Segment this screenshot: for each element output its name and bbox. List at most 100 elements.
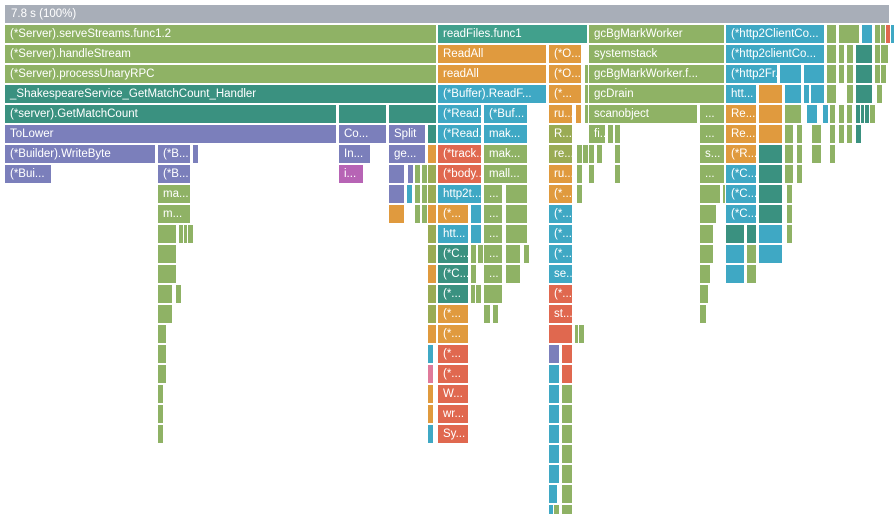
flame-frame[interactable] <box>157 284 173 304</box>
flame-frame-labeled[interactable]: (*... <box>548 284 573 304</box>
flame-frame-labeled[interactable]: re... <box>548 144 573 164</box>
flame-frame[interactable] <box>784 104 802 124</box>
flame-frame-labeled[interactable]: ... <box>699 164 725 184</box>
flame-frame[interactable] <box>427 124 437 144</box>
flame-frame[interactable] <box>427 364 434 384</box>
flame-frame[interactable] <box>838 124 845 144</box>
flame-frame[interactable] <box>746 224 757 244</box>
flame-frame[interactable] <box>826 84 837 104</box>
flame-frame-labeled[interactable]: (*R... <box>725 144 757 164</box>
flame-frame[interactable] <box>548 324 573 344</box>
flame-frame[interactable] <box>811 144 822 164</box>
flame-frame[interactable] <box>855 84 873 104</box>
flame-frame[interactable] <box>427 404 434 424</box>
flame-frame[interactable] <box>758 244 783 264</box>
flame-frame-labeled[interactable]: htt... <box>725 84 757 104</box>
flame-frame-labeled[interactable]: (*C... <box>725 184 757 204</box>
flame-frame-labeled[interactable]: (*O... <box>548 64 582 84</box>
flame-frame[interactable] <box>427 324 437 344</box>
flame-frame-labeled[interactable]: ... <box>699 104 725 124</box>
flame-frame[interactable] <box>157 424 164 444</box>
flame-frame[interactable] <box>803 84 810 104</box>
flame-frame[interactable] <box>810 84 825 104</box>
flame-frame[interactable] <box>427 224 437 244</box>
flame-frame[interactable] <box>427 264 437 284</box>
flame-frame-labeled[interactable]: (*C... <box>437 264 469 284</box>
flame-frame-labeled[interactable]: htt... <box>437 224 469 244</box>
flame-frame[interactable] <box>855 64 873 84</box>
flame-frame-labeled[interactable]: ma... <box>157 184 191 204</box>
flame-frame[interactable] <box>407 164 414 184</box>
flame-frame-labeled[interactable]: (*... <box>437 204 469 224</box>
flame-frame-labeled[interactable]: gcBgMarkWorker <box>588 24 725 44</box>
flame-frame[interactable] <box>157 384 164 404</box>
flame-frame[interactable] <box>826 24 837 44</box>
flame-frame-labeled[interactable]: scanobject <box>588 104 698 124</box>
flame-frame[interactable] <box>427 284 437 304</box>
flame-frame[interactable] <box>388 164 405 184</box>
flame-frame[interactable] <box>427 184 437 204</box>
flame-frame-labeled[interactable]: (*Server).handleStream <box>4 44 437 64</box>
flame-frame[interactable] <box>427 164 437 184</box>
flame-frame[interactable] <box>699 224 714 244</box>
flame-frame[interactable] <box>784 84 802 104</box>
flame-frame-labeled[interactable]: i... <box>338 164 364 184</box>
flame-frame[interactable] <box>548 484 558 504</box>
flame-frame-labeled[interactable]: (*O... <box>548 44 582 64</box>
flame-frame[interactable] <box>561 444 573 464</box>
flame-frame[interactable] <box>838 64 845 84</box>
flame-frame-labeled[interactable]: http2t... <box>437 184 482 204</box>
flame-frame-labeled[interactable]: (*Server).serveStreams.func1.2 <box>4 24 437 44</box>
flame-frame[interactable] <box>157 304 173 324</box>
flame-frame[interactable] <box>614 124 621 144</box>
flame-frame-labeled[interactable]: mak... <box>483 144 528 164</box>
flame-frame-labeled[interactable]: fi... <box>588 124 606 144</box>
flame-frame[interactable] <box>588 164 595 184</box>
flame-frame[interactable] <box>561 364 573 384</box>
flame-frame-labeled[interactable]: wr... <box>437 404 469 424</box>
flame-frame[interactable] <box>846 84 854 104</box>
flame-frame[interactable] <box>846 64 854 84</box>
flame-frame[interactable] <box>758 204 783 224</box>
flame-frame[interactable] <box>725 244 745 264</box>
flame-frame-labeled[interactable]: mak... <box>483 124 528 144</box>
flame-frame[interactable] <box>784 124 794 144</box>
flame-frame[interactable] <box>414 204 421 224</box>
flame-frame-labeled[interactable]: (*C... <box>725 204 757 224</box>
flame-frame[interactable] <box>157 264 177 284</box>
flame-frame-labeled[interactable]: Sy... <box>437 424 469 444</box>
flame-frame[interactable] <box>548 384 560 404</box>
flame-frame[interactable] <box>427 304 437 324</box>
flame-frame[interactable] <box>470 264 477 284</box>
flame-frame[interactable] <box>561 484 573 504</box>
flame-frame[interactable] <box>846 124 853 144</box>
flame-frame-labeled[interactable]: (*... <box>437 284 469 304</box>
flame-frame[interactable] <box>157 324 167 344</box>
flame-frame[interactable] <box>406 184 413 204</box>
flame-frame-labeled[interactable]: R... <box>548 124 573 144</box>
flame-frame[interactable] <box>838 104 845 124</box>
flame-frame[interactable] <box>157 364 167 384</box>
flame-frame[interactable] <box>855 124 862 144</box>
flame-frame[interactable] <box>876 84 883 104</box>
flame-frame[interactable] <box>157 244 177 264</box>
flame-frame-labeled[interactable]: Re... <box>725 104 757 124</box>
flame-frame-labeled[interactable]: ... <box>699 124 725 144</box>
flame-frame[interactable] <box>561 464 573 484</box>
flame-frame-labeled[interactable]: (*... <box>437 344 469 364</box>
flame-frame[interactable] <box>880 44 889 64</box>
flame-frame[interactable] <box>784 144 794 164</box>
flame-frame[interactable] <box>786 184 793 204</box>
flame-frame[interactable] <box>548 464 560 484</box>
flame-frame[interactable] <box>427 204 437 224</box>
flame-frame[interactable] <box>746 244 757 264</box>
flame-frame[interactable] <box>869 104 876 124</box>
flame-frame[interactable] <box>157 404 164 424</box>
flame-frame-labeled[interactable]: (*B... <box>157 164 191 184</box>
flame-frame[interactable] <box>561 504 573 514</box>
flame-frame-labeled[interactable]: (*Server).processUnaryRPC <box>4 64 437 84</box>
flame-frame-labeled[interactable]: (*Bui... <box>4 164 52 184</box>
flame-frame[interactable] <box>575 104 582 124</box>
flame-frame-labeled[interactable]: ... <box>483 224 503 244</box>
flame-frame[interactable] <box>758 224 783 244</box>
